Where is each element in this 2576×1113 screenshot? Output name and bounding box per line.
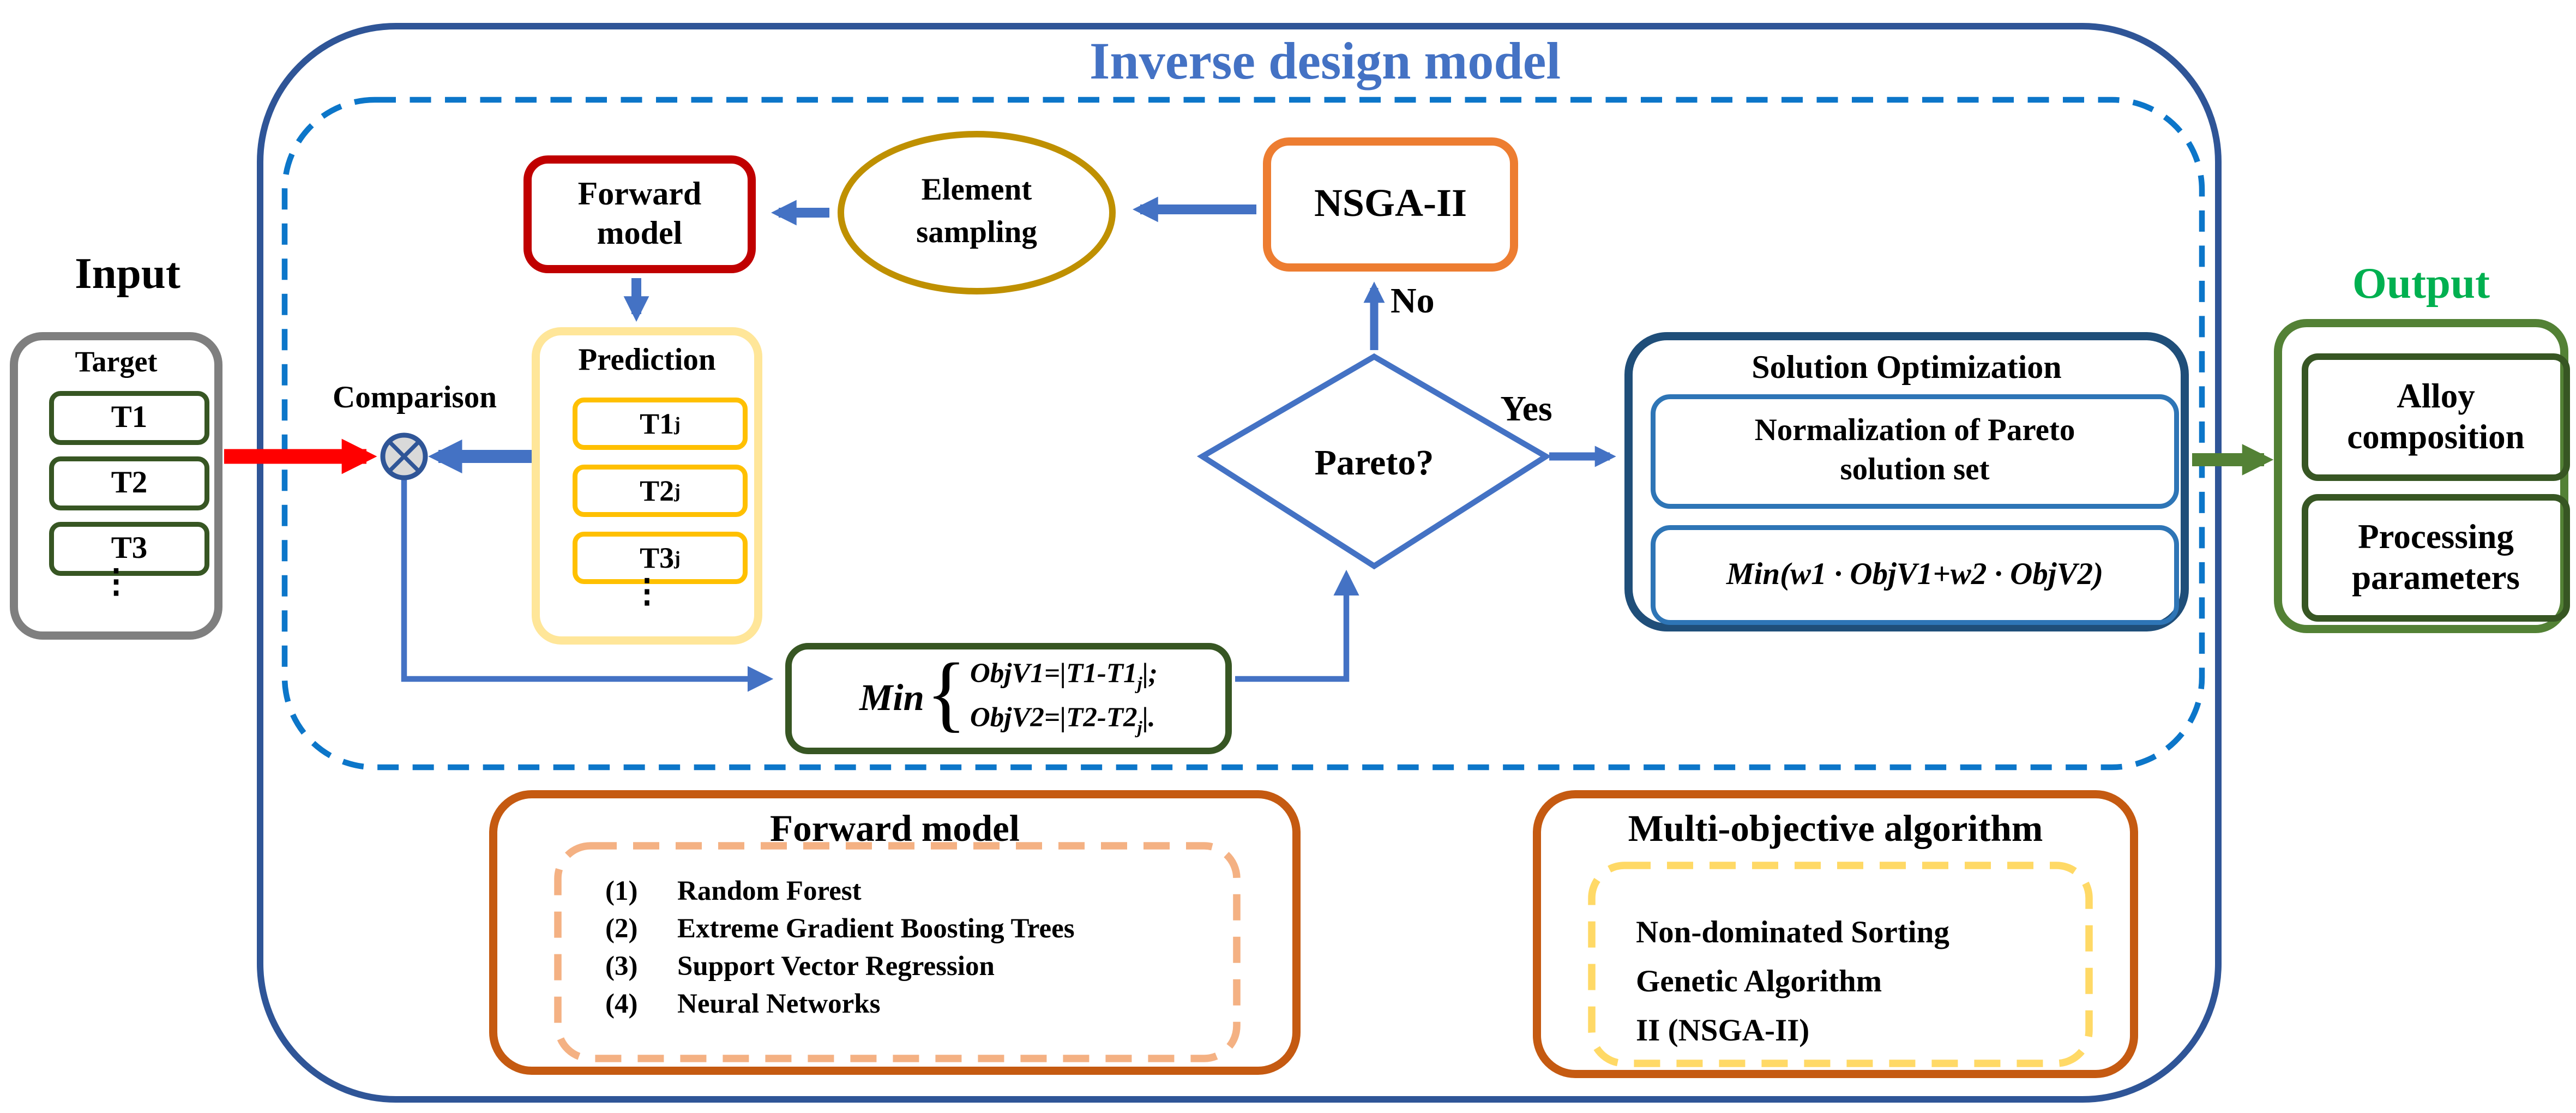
yes-label: Yes <box>1500 388 1552 429</box>
target-item-t2: T2 <box>49 456 209 510</box>
min-line1-a: ObjV1=|T1-T1 <box>970 658 1137 689</box>
forward-model-panel: Forward model (1) Random Forest (2) Extrem… <box>489 790 1301 1075</box>
prediction-title: Prediction <box>578 344 716 378</box>
forward-model-item-3-label: Support Vector Regression <box>677 950 995 982</box>
multi-objective-panel: Multi-objective algorithm Non-dominated … <box>1533 790 2138 1078</box>
min-line2-a: ObjV2=|T2-T2 <box>970 702 1137 733</box>
prediction-ellipsis: ⋮ <box>630 574 664 610</box>
multi-objective-panel-title: Multi-objective algorithm <box>1628 808 2043 849</box>
element-sampling-ellipse: Element sampling <box>838 131 1116 294</box>
min-to-pareto-arrow <box>1235 569 1359 682</box>
forward-model-item-2-num: (2) <box>605 913 638 944</box>
comparison-to-min-arrow <box>401 478 774 692</box>
inverse-dashed-border <box>281 97 2205 771</box>
inverse-design-boundary <box>257 23 2222 1103</box>
forward-model-line-2: model <box>597 216 683 252</box>
forward-model-item-4: (4) Neural Networks <box>605 988 881 1021</box>
output-label: Output <box>2352 258 2490 308</box>
forward-model-panel-title: Forward model <box>769 808 1020 849</box>
page-title: Inverse design model <box>1090 31 1561 90</box>
forward-model-item-1-num: (1) <box>605 875 638 906</box>
prediction-item-t3j-main: T3 <box>640 540 675 574</box>
normalization-line-1: Normalization of Pareto <box>1754 414 2075 449</box>
target-box: Target T1 T2 T3 ⋮ <box>10 332 222 640</box>
forward-model-item-1-label: Random Forest <box>677 875 862 906</box>
min-line1-b: |; <box>1142 658 1158 689</box>
prediction-item-t3j-sub: j <box>674 547 681 569</box>
element-sampling-line-2: sampling <box>916 216 1037 250</box>
forward-model-item-4-label: Neural Networks <box>677 988 881 1019</box>
forward-model-item-2-label: Extreme Gradient Boosting Trees <box>677 913 1075 944</box>
weighted-min-formula: Min(w1 · ObjV1+w2 · ObjV2) <box>1726 557 2104 592</box>
element-sampling-line-1: Element <box>921 174 1032 209</box>
multi-objective-line-3: II (NSGA-II) <box>1636 1014 1810 1049</box>
normalization-line-2: solution set <box>1840 453 1990 488</box>
multi-objective-dashed-border <box>1588 862 2093 1067</box>
alloy-composition-box: Alloy composition <box>2302 353 2570 481</box>
target-title: Target <box>75 345 158 378</box>
prediction-item-t2j-main: T2 <box>640 473 675 507</box>
output-box: Alloy composition Processing parameters <box>2274 319 2570 633</box>
no-label: No <box>1391 280 1435 321</box>
nsga-box: NSGA-II <box>1263 137 1518 272</box>
nsga-box-label: NSGA-II <box>1314 182 1467 225</box>
forward-model-item-3-num: (3) <box>605 950 638 982</box>
element-sampling-text: Element sampling <box>916 171 1037 255</box>
min-objective-line-1: ObjV1=|T1-T1j|; <box>970 654 1158 699</box>
brace-icon: { <box>925 647 967 741</box>
min-objective-line-2: ObjV2=|T2-T2j|. <box>970 699 1155 743</box>
forward-model-box-text: Forward model <box>578 175 702 254</box>
pareto-question-label: Pareto? <box>1314 442 1434 483</box>
weighted-min-box: Min(w1 · ObjV1+w2 · ObjV2) <box>1651 525 2179 625</box>
forward-model-line-1: Forward <box>577 177 702 213</box>
solution-optimization-title: Solution Optimization <box>1752 350 2062 386</box>
min-objective-box: Min { ObjV1=|T1-T1j|; ObjV2=|T2-T2j|. <box>785 643 1232 754</box>
normalization-text: Normalization of Pareto solution set <box>1755 413 2075 491</box>
comparison-label: Comparison <box>333 381 497 416</box>
prediction-item-t1j-sub: j <box>674 413 681 435</box>
multi-objective-line-2: Genetic Algorithm <box>1636 965 1882 1000</box>
forward-model-dashed-border <box>554 842 1241 1062</box>
forward-model-item-1: (1) Random Forest <box>605 875 862 908</box>
forward-model-item-3: (3) Support Vector Regression <box>605 950 995 983</box>
pareto-diamond <box>1196 353 1552 570</box>
multi-objective-line-1: Non-dominated Sorting <box>1636 916 1949 950</box>
min-line1-sub: j <box>1137 675 1142 695</box>
target-item-t1: T1 <box>49 391 209 445</box>
forward-model-box: Forward model <box>523 155 756 273</box>
min-objective-lines: ObjV1=|T1-T1j|; ObjV2=|T2-T2j|. <box>970 654 1158 742</box>
target-item-t3: T3 <box>49 522 209 576</box>
min-prefix: Min <box>859 677 924 718</box>
processing-parameters-box: Processing parameters <box>2302 494 2570 622</box>
min-line2-sub: j <box>1137 719 1142 739</box>
forward-model-item-2: (2) Extreme Gradient Boosting Trees <box>605 913 1075 946</box>
prediction-item-t1j-main: T1 <box>640 406 675 440</box>
normalization-box: Normalization of Pareto solution set <box>1651 394 2179 509</box>
solution-optimization-box: Solution Optimization Normalization of P… <box>1624 332 2189 631</box>
input-label: Input <box>75 249 180 298</box>
min-line2-b: |. <box>1142 702 1155 733</box>
target-ellipsis: ⋮ <box>100 564 133 600</box>
forward-model-item-4-num: (4) <box>605 988 638 1019</box>
comparison-junction-icon <box>380 432 428 480</box>
prediction-item-t2j-sub: j <box>674 480 681 502</box>
